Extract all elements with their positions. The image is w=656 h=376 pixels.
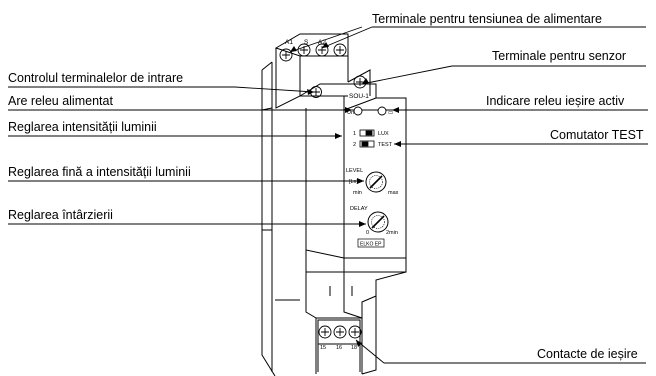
out-15-text: 15 — [320, 345, 326, 351]
top-terminal-block — [274, 33, 349, 57]
model-text: SOU-1 — [349, 93, 369, 100]
label-sensor-terminals: Terminale pentru senzor — [492, 49, 627, 63]
label-input-control: Controlul terminalelor de intrare — [8, 71, 184, 85]
switch-1-text: 1 — [353, 131, 356, 137]
test-text: TEST — [378, 142, 393, 148]
terminal-a2-text: A2 — [318, 39, 326, 46]
label-supply-terminals: Terminale pentru tensiunea de alimentare — [372, 12, 602, 26]
label-test-switch: Comutator TEST — [550, 128, 644, 142]
out-16-text: 16 — [336, 345, 342, 351]
lx-text: [Lx] — [349, 179, 358, 185]
test-dip-switch — [359, 129, 375, 148]
din-body-left-edge — [261, 70, 276, 376]
callout-lines — [8, 26, 648, 364]
output-terminal-screws — [318, 325, 362, 339]
label-relay-powered: Are releu alimentat — [8, 94, 113, 108]
label-fine-light: Reglarea fină a intensității luminii — [8, 165, 191, 179]
brand-box — [357, 238, 385, 248]
label-output-contacts: Contacte de ieșire — [537, 347, 638, 361]
label-output-relay-active: Indicare releu ieșire activ — [486, 94, 625, 108]
label-light-intensity: Reglarea intensității luminii — [8, 120, 157, 134]
delay-knob — [367, 211, 389, 233]
callout-arrows — [290, 42, 401, 347]
level-min-text: min — [353, 190, 362, 196]
brand-text: ELKO EP — [360, 242, 382, 248]
output-led — [377, 106, 387, 116]
lower-housing — [305, 272, 317, 374]
label-delay-setting: Reglarea întârzierii — [8, 208, 113, 222]
lux-text: LUX — [378, 131, 389, 137]
delay-2min-text: 2min — [386, 230, 398, 236]
top-terminal-screws — [279, 43, 367, 98]
out-18-text: 18 — [351, 345, 357, 351]
level-knob — [365, 171, 387, 193]
delay-zero-text: 0 — [366, 230, 369, 236]
un-text: Un — [347, 110, 354, 116]
delay-text: DELAY — [350, 206, 368, 212]
un-led — [353, 106, 363, 116]
level-max-text: max — [388, 190, 399, 196]
terminal-a1-text: A1 — [285, 39, 293, 46]
switch-2-text: 2 — [353, 142, 356, 148]
level-text: LEVEL — [346, 168, 363, 174]
terminal-s-text: S — [304, 39, 309, 46]
output-symbol-text: ▭ — [388, 110, 394, 116]
